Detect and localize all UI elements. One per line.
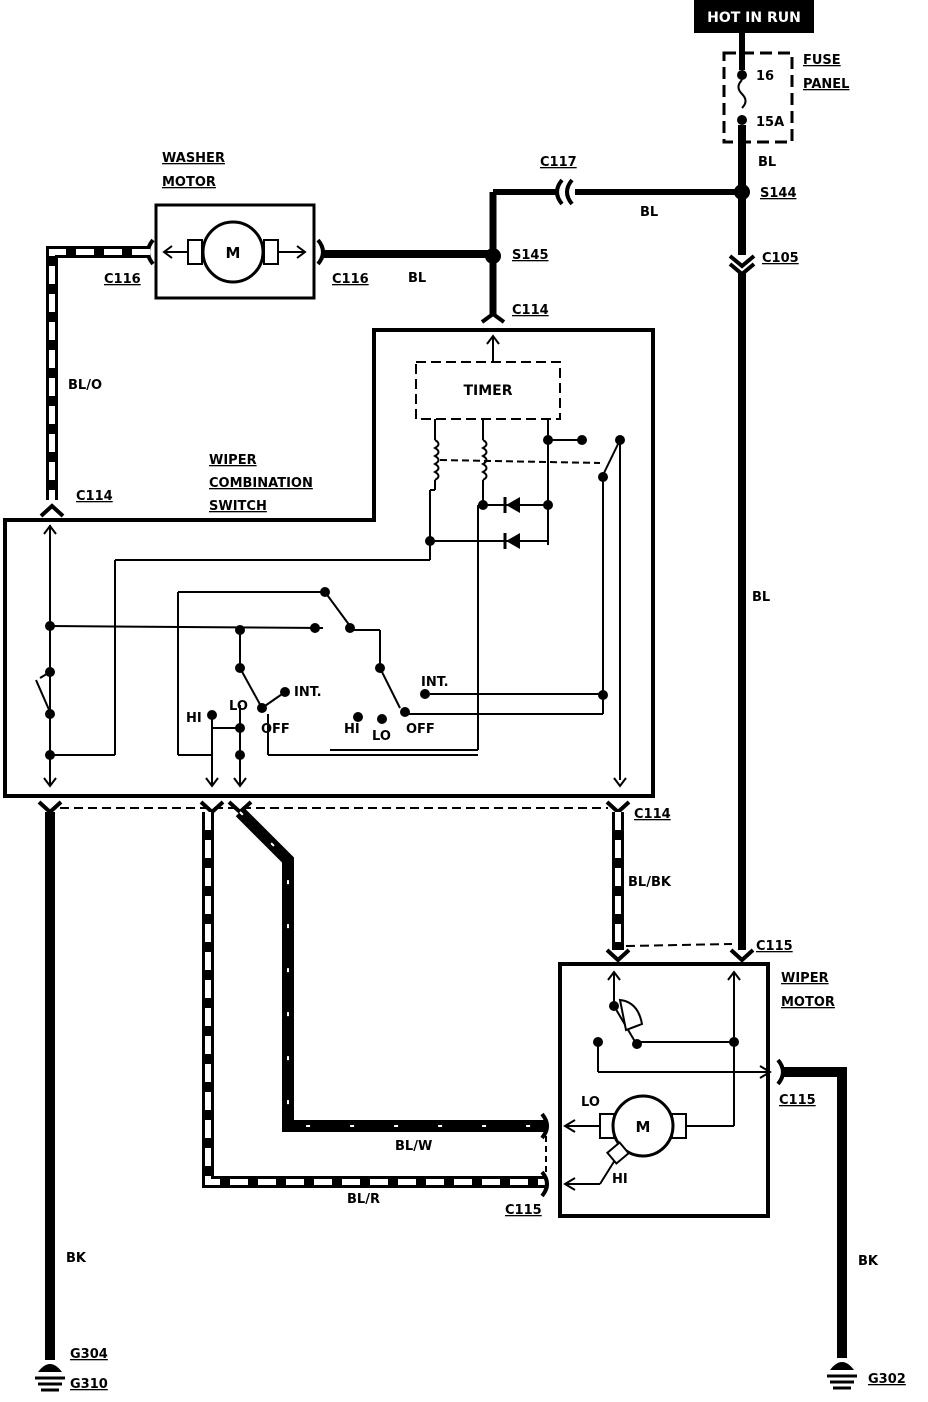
switch-label-1: WIPER (209, 453, 257, 468)
diode-icon-1 (506, 497, 520, 513)
c115-bottom-label: C115 (505, 1203, 542, 1218)
c117-connector (565, 178, 574, 206)
motor-hi-label: HI (612, 1172, 628, 1187)
bl-o-label: BL/O (68, 378, 102, 393)
hot-in-run-banner (694, 0, 814, 33)
off-left-label: OFF (261, 722, 290, 737)
c114-left-label: C114 (76, 489, 113, 504)
c114-top-label: C114 (512, 303, 549, 318)
wiper-motor-m: M (636, 1118, 651, 1136)
wiper-motor-label-2: MOTOR (781, 995, 835, 1010)
fuse-rating: 15A (756, 115, 784, 130)
wiper-motor-circuit (563, 970, 772, 1191)
park-cam-icon (618, 998, 644, 1032)
timer-label: TIMER (463, 383, 512, 399)
wiper-motor-icon (611, 1094, 675, 1158)
fuse-terminal-bottom (737, 115, 747, 125)
c116-right-label: C116 (332, 272, 369, 287)
washer-motor-label-2: MOTOR (162, 175, 216, 190)
c116-left-label: C116 (104, 272, 141, 287)
ground-g304-icon (35, 1364, 65, 1392)
bl-washer-label: BL (408, 271, 426, 286)
fuse-icon (737, 79, 747, 109)
bl-vertical-label: BL (752, 590, 770, 605)
switch-internal-wiring (35, 525, 604, 785)
int-right-label: INT. (421, 675, 449, 690)
g302-label: G302 (868, 1372, 906, 1387)
fuse-panel-box (722, 51, 794, 144)
motor-lo-label: LO (581, 1095, 600, 1110)
fuse-number: 16 (756, 69, 774, 84)
g304-label: G304 (70, 1347, 108, 1362)
hot-in-run-label: HOT IN RUN (707, 10, 801, 26)
c105-connector (728, 254, 756, 269)
off-right-label: OFF (406, 722, 435, 737)
lo-right-label: LO (372, 729, 391, 744)
washer-motor-label-1: WASHER (162, 151, 225, 166)
wiper-combination-switch-box (3, 328, 655, 798)
timer-box (415, 361, 561, 420)
bl-o-wire (46, 246, 150, 500)
washer-motor-box (154, 203, 316, 300)
s144-label: S144 (760, 186, 797, 201)
fuse-terminal-top (737, 70, 747, 80)
bl-fuse-label: BL (758, 155, 776, 170)
bl-bk-label: BL/BK (628, 875, 672, 890)
c114-top-connector (480, 311, 506, 324)
c115-right-label: C115 (779, 1093, 816, 1108)
switch-label-3: SWITCH (209, 499, 267, 514)
c115-top-label: C115 (756, 939, 793, 954)
bk-left-label: BK (66, 1251, 87, 1266)
c114-right-label: C114 (634, 807, 671, 822)
hi-brush-icon (605, 1141, 631, 1165)
washer-motor-icon (201, 220, 265, 284)
s145-label: S145 (512, 248, 549, 263)
ground-g302-icon (827, 1362, 857, 1390)
g310-label: G310 (70, 1377, 108, 1392)
c114-left-connector (39, 503, 65, 518)
washer-motor-m: M (226, 244, 241, 262)
bk-right-wire (782, 1067, 847, 1358)
bl-w-label: BL/W (395, 1139, 432, 1154)
fuse-panel-label-1: FUSE (803, 53, 841, 68)
diode-icon-2 (506, 533, 520, 549)
hi-left-label: HI (186, 711, 202, 726)
int-left-label: INT. (294, 685, 322, 700)
switch-label-2: COMBINATION (209, 476, 313, 491)
wiper-motor-label-1: WIPER (781, 971, 829, 986)
bk-right-label: BK (858, 1254, 879, 1269)
wiper-motor-box (558, 962, 770, 1218)
c117-label: C117 (540, 155, 577, 170)
bl-r-label: BL/R (347, 1192, 380, 1207)
timer-relay-circuit (114, 419, 621, 780)
hi-right-label: HI (344, 722, 360, 737)
fuse-panel-label-2: PANEL (803, 77, 849, 92)
c105-label: C105 (762, 251, 799, 266)
bl-w-wire (235, 807, 545, 1132)
bl-c117-label: BL (640, 205, 658, 220)
lo-left-label: LO (229, 699, 248, 714)
